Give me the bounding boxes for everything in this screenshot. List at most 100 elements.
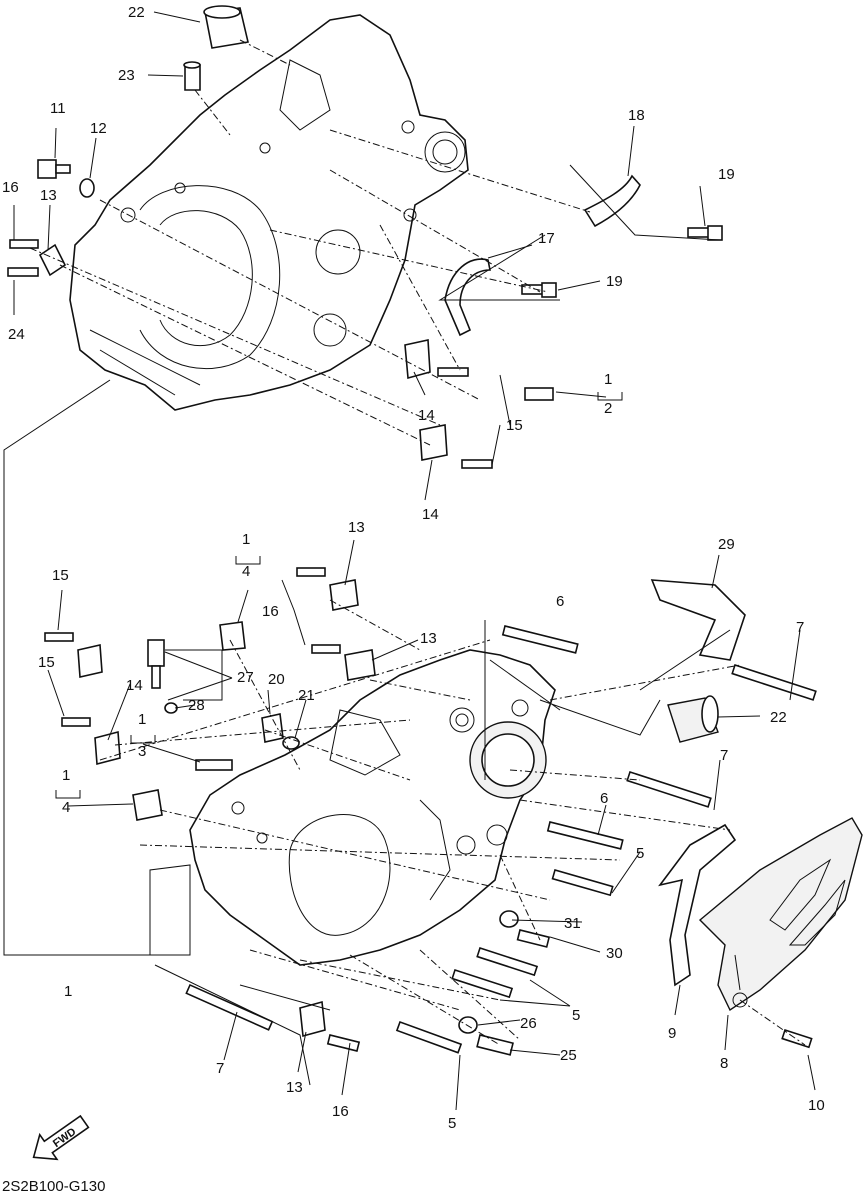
bolt-7-lower	[185, 983, 274, 1031]
bolt-5-lower	[395, 1020, 463, 1054]
alignment-lines-lower	[99, 599, 806, 1046]
bracket-14-lower-b	[94, 730, 121, 766]
callout-13a: 13	[40, 187, 57, 204]
callout-6a: 6	[556, 593, 564, 610]
callout-29: 29	[718, 536, 735, 553]
screw-16-lower	[326, 1034, 361, 1052]
callout-1c: 1	[138, 711, 146, 728]
callout-11: 11	[50, 100, 66, 117]
callout-15a: 15	[506, 417, 523, 434]
sprocket-cover-hole	[732, 992, 748, 1008]
callout-23: 23	[118, 67, 135, 84]
bolt-1-2-upper	[524, 387, 554, 401]
collar-20	[261, 713, 284, 743]
bolt-30	[516, 929, 551, 948]
group-bracket-1-2	[597, 392, 623, 401]
callout-15b: 15	[52, 567, 69, 584]
leader-lines-upper	[13, 11, 706, 501]
callout-1b: 1	[242, 531, 250, 548]
plate-9	[658, 823, 737, 987]
group-bracket-1-4-a	[235, 556, 261, 565]
dowel-1-4-upper	[219, 621, 246, 651]
callout-14a: 14	[418, 407, 435, 424]
callout-5b: 5	[572, 1007, 580, 1024]
bracket-lines-lower	[154, 620, 741, 1086]
callout-8: 8	[720, 1055, 728, 1072]
callout-labels: 22 23 11 12 13 16 24 18 19 17 19 1 2 14 …	[2, 4, 825, 1132]
callout-7a: 7	[796, 619, 804, 636]
callout-26: 26	[520, 1015, 537, 1032]
bracket-17	[444, 258, 491, 337]
callout-5a: 5	[636, 845, 644, 862]
bolt-19-lower-head	[541, 282, 557, 298]
callout-19a: 19	[718, 166, 735, 183]
left-crankcase-half	[69, 14, 469, 411]
dowel-pin-23	[183, 61, 201, 91]
callout-5c: 5	[448, 1115, 456, 1132]
bolt-7-upper	[731, 663, 817, 701]
drain-plug-thread-11	[55, 164, 71, 174]
group-bracket-1-4-b	[55, 790, 81, 799]
callout-1d: 1	[62, 767, 70, 784]
callout-18: 18	[628, 107, 645, 124]
callout-24: 24	[8, 326, 25, 343]
bolt-19-upper-head	[707, 225, 723, 241]
sensor-27	[147, 639, 165, 667]
callout-21: 21	[298, 687, 315, 704]
bolt-16-upper	[9, 239, 39, 249]
washer-31	[499, 910, 519, 928]
bracket-14-lower-a	[77, 644, 103, 678]
bolt-5-mid	[476, 946, 539, 977]
right-crankcase-half	[189, 649, 556, 966]
sprocket-cover-slot-a	[769, 858, 832, 931]
bolt-6-upper	[501, 625, 579, 654]
callout-4a: 4	[242, 563, 250, 580]
washer-26	[458, 1016, 478, 1034]
collar-22-upper	[203, 5, 249, 49]
guard-29	[650, 579, 746, 661]
screw-16-b	[311, 644, 341, 654]
callout-28: 28	[188, 697, 205, 714]
callout-12: 12	[90, 120, 107, 137]
bolt-6-lower	[546, 821, 624, 850]
callout-13c: 13	[420, 630, 437, 647]
callout-13d: 13	[286, 1079, 303, 1096]
callout-17: 17	[538, 230, 555, 247]
callout-31: 31	[564, 915, 581, 932]
callout-16a: 16	[2, 179, 19, 196]
callout-13b: 13	[348, 519, 365, 536]
drain-plug-11	[37, 159, 57, 179]
bracket-14-a	[404, 339, 431, 380]
callout-14b: 14	[422, 506, 439, 523]
callout-7c: 7	[216, 1060, 224, 1077]
callout-15c: 15	[38, 654, 55, 671]
screw-15-lower-a	[44, 632, 74, 642]
callout-16c: 16	[332, 1103, 349, 1120]
bracket-14-b	[419, 424, 448, 461]
bolt-19-lower	[521, 284, 545, 295]
bolt-5-upper	[551, 869, 614, 897]
collar-22-lower-face	[701, 695, 719, 733]
bracket-lines-upper	[438, 164, 721, 301]
callout-1a: 1	[604, 371, 612, 388]
bolt-7-mid	[626, 770, 712, 808]
callout-20: 20	[268, 671, 285, 688]
callout-25: 25	[560, 1047, 577, 1064]
bolt-5-mid-b	[451, 968, 514, 999]
sprocket-cover-slot-b	[788, 879, 846, 946]
callout-16b: 16	[262, 603, 279, 620]
callout-14c: 14	[126, 677, 143, 694]
callout-30: 30	[606, 945, 623, 962]
screw-15-lower-b	[61, 717, 91, 727]
callout-3: 3	[138, 743, 146, 760]
screw-16-a	[296, 567, 326, 577]
callout-22a: 22	[128, 4, 145, 21]
clamp-13-upper	[38, 243, 67, 277]
clamp-13-b	[344, 649, 376, 681]
screw-15-b	[461, 459, 493, 469]
clamp-13-a	[329, 579, 359, 611]
fwd-arrow-icon: FWD	[32, 1114, 90, 1161]
callout-7b: 7	[720, 747, 728, 764]
callout-2: 2	[604, 400, 612, 417]
